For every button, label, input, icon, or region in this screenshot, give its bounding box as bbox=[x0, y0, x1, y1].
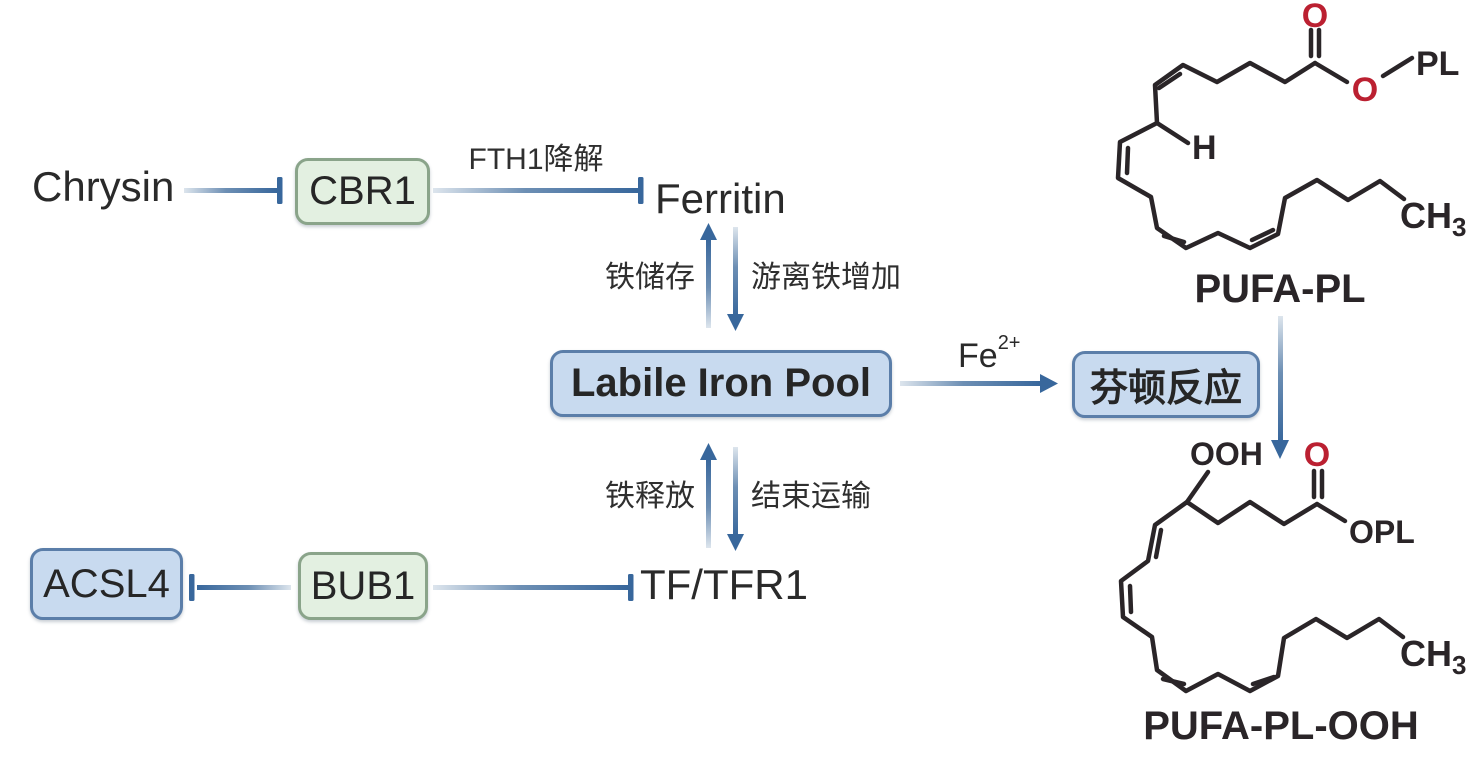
tbar-icon-cbr1-ferritin bbox=[638, 177, 644, 204]
pufa-pl-ooh-structure bbox=[1118, 468, 1406, 694]
node-acsl4-label: ACSL4 bbox=[43, 561, 170, 606]
pufa-pl-ooh-ester-bond bbox=[1314, 501, 1348, 524]
pufa-pl-structure bbox=[1115, 27, 1415, 251]
arrowhead-down-icon-lip-tf bbox=[727, 534, 744, 551]
arrowhead-up-icon-lip-ferritin bbox=[700, 223, 717, 240]
fe-base-text: Fe bbox=[958, 337, 998, 375]
node-box-labile-iron-pool: Labile Iron Pool bbox=[550, 350, 892, 417]
node-chrysin: Chrysin bbox=[32, 163, 175, 210]
node-box-acsl4: ACSL4 bbox=[30, 548, 183, 620]
edge-label-fth1-degradation: FTH1降解 bbox=[468, 143, 604, 176]
arrow-line-lip-to-tf bbox=[733, 447, 738, 536]
pufa-pl-h-label: H bbox=[1192, 129, 1217, 167]
node-box-fenton-reaction: 芬顿反应 bbox=[1072, 351, 1260, 418]
tbar-icon-bub1-tf bbox=[628, 574, 634, 601]
pufa-pl-double-bond-inner-lines bbox=[1124, 71, 1276, 245]
fe-superscript: 2+ bbox=[997, 332, 1021, 354]
arrowhead-down-icon-ferritin-lip bbox=[727, 314, 744, 331]
arrow-line-lip-fenton bbox=[900, 381, 1040, 386]
pufa-pl-ch3-label: CH3 bbox=[1400, 195, 1466, 243]
edge-label-iron-storage: 铁储存 bbox=[605, 261, 695, 294]
edge-label-fe2plus: Fe2+ bbox=[958, 332, 1021, 375]
pufa-pl-carbonyl-double-bond bbox=[1308, 27, 1322, 59]
tbar-icon-bub1-acsl4 bbox=[189, 574, 195, 601]
edge-label-iron-release: 铁释放 bbox=[605, 480, 695, 513]
node-cbr1-label: CBR1 bbox=[309, 169, 416, 213]
pufa-pl-ooh-opl-label: OPL bbox=[1349, 514, 1415, 550]
inhibition-line-chrysin-cbr1 bbox=[184, 188, 277, 193]
pufa-pl-carbonyl-oxygen-label: O bbox=[1301, 0, 1329, 35]
pufa-pl-caption: PUFA-PL bbox=[1194, 267, 1366, 311]
pufa-pl-ester-bonds bbox=[1312, 55, 1415, 85]
pufa-pl-ooh-caption: PUFA-PL-OOH bbox=[1143, 704, 1419, 748]
tbar-icon-chrysin-cbr1 bbox=[277, 177, 283, 204]
node-tf-tfr1: TF/TFR1 bbox=[640, 561, 808, 608]
edge-label-free-iron-increase: 游离铁增加 bbox=[751, 261, 901, 294]
pufa-pl-ch3-base: CH bbox=[1400, 195, 1452, 236]
node-labile-iron-pool-label: Labile Iron Pool bbox=[570, 361, 872, 405]
pufa-pl-ooh-carbonyl-double-bond bbox=[1311, 468, 1325, 500]
pufa-pl-ooh-double-bond-inner-lines bbox=[1127, 527, 1277, 687]
pufa-pl-h-bond bbox=[1154, 120, 1191, 146]
inhibition-line-bub1-tf bbox=[433, 585, 628, 590]
pufa-pl-pl-label: PL bbox=[1416, 45, 1460, 83]
arrow-line-lip-to-ferritin bbox=[706, 238, 711, 328]
pufa-pl-ooh-ch3-label: CH3 bbox=[1400, 633, 1466, 681]
node-bub1-label: BUB1 bbox=[310, 563, 416, 608]
pufa-pl-ooh-ch3-subscript: 3 bbox=[1452, 650, 1467, 680]
arrowhead-right-icon-lip-fenton bbox=[1040, 374, 1058, 393]
inhibition-line-cbr1-ferritin bbox=[433, 188, 638, 193]
arrow-line-tf-to-lip bbox=[706, 458, 711, 548]
node-box-bub1: BUB1 bbox=[298, 552, 428, 620]
arrow-line-ferritin-to-lip bbox=[733, 227, 738, 316]
pufa-pl-ch3-subscript: 3 bbox=[1452, 212, 1467, 242]
pufa-pl-ooh-ooh-label: OOH bbox=[1190, 436, 1263, 472]
node-box-cbr1: CBR1 bbox=[295, 158, 430, 225]
arrow-line-pufa-to-ooh bbox=[1278, 316, 1283, 442]
arrowhead-down-icon-pufa-ooh bbox=[1271, 440, 1289, 459]
pufa-pl-ooh-ooh-bond bbox=[1184, 469, 1211, 505]
arrowhead-up-icon-tf-lip bbox=[700, 443, 717, 460]
pufa-pl-chain-bond bbox=[1115, 60, 1407, 251]
pufa-pl-ooh-carbonyl-oxygen-label: O bbox=[1303, 436, 1331, 474]
node-ferritin: Ferritin bbox=[655, 175, 786, 222]
edge-label-end-transport: 结束运输 bbox=[751, 480, 871, 513]
pufa-pl-ooh-ch3-base: CH bbox=[1400, 633, 1452, 674]
inhibition-line-bub1-acsl4 bbox=[197, 585, 291, 590]
pufa-pl-ooh-chain-bond bbox=[1118, 499, 1406, 694]
node-fenton-reaction-label: 芬顿反应 bbox=[1089, 368, 1242, 410]
pufa-pl-ester-oxygen-label: O bbox=[1351, 71, 1379, 109]
